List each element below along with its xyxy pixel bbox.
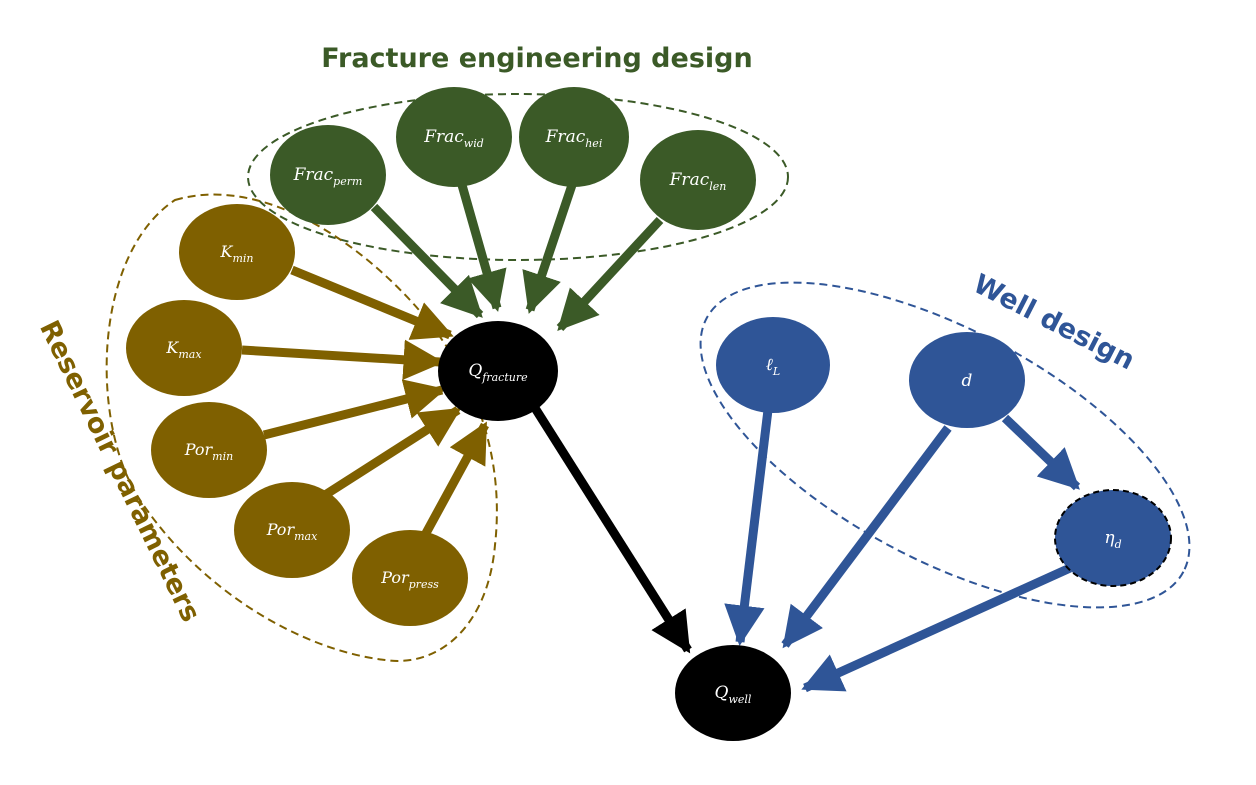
fracture-group-boundary <box>247 93 789 261</box>
node-por-max: Pormax <box>234 482 350 578</box>
node-q-fracture: Qfracture <box>438 321 558 421</box>
edge-d-to-q-well <box>781 425 952 649</box>
svg-text:d: d <box>962 371 973 391</box>
node-k-max: Kmax <box>126 300 242 396</box>
fracture-group-title: Fracture engineering design <box>321 43 752 74</box>
node-d: d <box>909 332 1025 428</box>
edge-por-max-to-q-fracture <box>322 406 462 499</box>
node-por-press: Porpress <box>352 530 468 626</box>
svg-text:Qfracture: Qfracture <box>468 361 528 384</box>
reservoir-group-boundary <box>105 193 498 662</box>
edge-d-to-eta-d <box>1001 414 1081 491</box>
svg-text:ℓL: ℓL <box>766 355 780 378</box>
svg-text:Qwell: Qwell <box>715 683 752 706</box>
node-q-well: Qwell <box>675 645 791 741</box>
svg-text:Kmin: Kmin <box>220 242 254 265</box>
svg-text:Porpress: Porpress <box>380 568 439 591</box>
edge-frac-wid-to-q-fracture <box>457 183 507 312</box>
svg-text:ηd: ηd <box>1104 528 1121 551</box>
node-por-min: Pormin <box>151 402 267 498</box>
node-frac-hei: Frachei <box>519 87 629 187</box>
edge-q-fracture-to-q-well <box>531 405 692 654</box>
edge-por-min-to-q-fracture <box>262 379 446 440</box>
edge-frac-hei-to-q-fracture <box>522 183 577 314</box>
node-frac-wid: Fracwid <box>396 87 512 187</box>
svg-text:Fraclen: Fraclen <box>669 170 727 193</box>
svg-text:Frachei: Frachei <box>545 127 603 150</box>
svg-text:Pormin: Pormin <box>184 440 233 463</box>
svg-text:Pormax: Pormax <box>266 520 318 543</box>
edge-frac-perm-to-q-fracture <box>370 203 484 319</box>
node-eta-d: ηd <box>1054 489 1172 587</box>
node-l-l: ℓL <box>716 317 830 413</box>
edge-k-max-to-q-fracture <box>241 339 445 381</box>
node-frac-perm: Fracperm <box>270 125 386 225</box>
edge-l-l-to-q-well <box>724 409 773 647</box>
edge-por-press-to-q-fracture <box>421 421 489 538</box>
node-k-min: Kmin <box>179 204 295 300</box>
node-frac-len: Fraclen <box>640 130 756 230</box>
edge-k-min-to-q-fracture <box>290 265 454 340</box>
edge-frac-len-to-q-fracture <box>556 216 664 332</box>
svg-text:Fracperm: Fracperm <box>293 165 363 188</box>
svg-text:Kmax: Kmax <box>165 338 202 361</box>
svg-text:Fracwid: Fracwid <box>423 127 484 150</box>
edge-eta-d-to-q-well <box>801 563 1072 693</box>
